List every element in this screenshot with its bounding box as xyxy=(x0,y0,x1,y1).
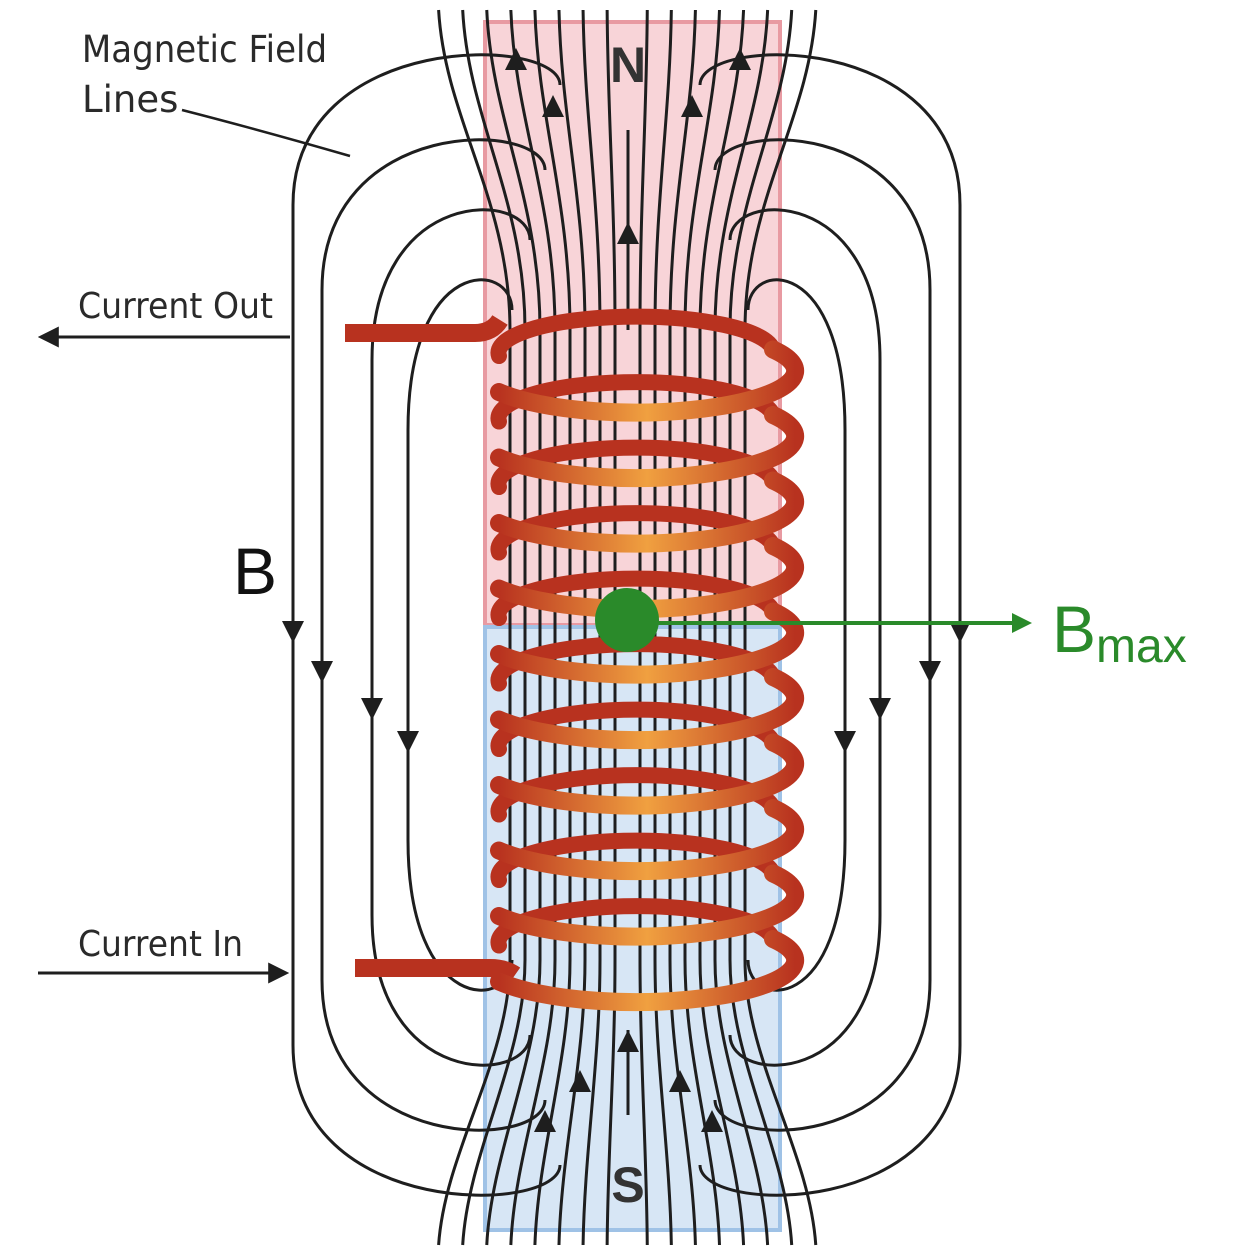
field-lines-label-line2: Lines xyxy=(82,78,178,121)
coil-front-turns xyxy=(490,340,805,1012)
field-arrow-down xyxy=(311,661,333,683)
field-loop-r-6 xyxy=(728,208,882,1067)
core-field-line-bottom xyxy=(668,620,697,1246)
field-arrow-up xyxy=(617,222,639,244)
coil-turn-front xyxy=(490,929,805,1012)
field-loop-r-5 xyxy=(713,138,932,1132)
field-arrow-up xyxy=(617,1030,639,1052)
field-arrow-down xyxy=(919,661,941,683)
field-arrow-up xyxy=(701,1110,723,1132)
magnetic-field-lines xyxy=(291,9,962,1246)
core-field-line-top xyxy=(668,9,697,620)
core-field-line-top xyxy=(485,9,542,620)
coil-turn-front xyxy=(490,602,805,684)
core-field-line-top xyxy=(743,9,818,620)
field-lines-label-line1: Magnetic Field xyxy=(82,29,327,72)
bmax-label-main: B xyxy=(1052,592,1096,666)
bmax-label-sub: max xyxy=(1096,620,1187,673)
field-arrow-down xyxy=(282,621,304,643)
coil-turn-back xyxy=(490,308,781,365)
core-field-line-top xyxy=(581,9,602,620)
core-field-line-bottom xyxy=(509,620,557,1246)
core-field-line-top xyxy=(557,9,587,620)
field-arrow-up xyxy=(534,1110,556,1132)
core-field-line-top xyxy=(461,9,527,620)
south-pole-label: S xyxy=(611,1157,644,1213)
core-field-line-bottom xyxy=(557,620,587,1246)
coil-turn-front xyxy=(490,536,805,619)
field-arrow-down xyxy=(397,731,419,753)
current-in-label: Current In xyxy=(78,924,243,965)
field-loop-l-3 xyxy=(406,278,514,992)
north-pole-label: N xyxy=(610,37,646,93)
core-field-line-top xyxy=(713,9,770,620)
b-field-label: B xyxy=(233,534,277,608)
core-field-line-top xyxy=(638,9,649,620)
coil-turn-front xyxy=(490,667,805,750)
field-arrow-down xyxy=(949,621,971,643)
core-field-line-bottom xyxy=(713,620,770,1246)
field-arrow-up xyxy=(681,95,703,117)
field-arrow-up xyxy=(569,1070,591,1092)
core-field-line-bottom xyxy=(653,620,673,1246)
coil-turn-front xyxy=(490,798,805,881)
core-field-line-top xyxy=(437,9,512,620)
coil-turn-front xyxy=(490,340,805,422)
field-arrow-up xyxy=(505,48,527,70)
field-arrow-down xyxy=(834,731,856,753)
core-field-line-bottom xyxy=(605,620,617,1246)
field-arrow-down xyxy=(869,698,891,720)
bmax-point xyxy=(595,588,659,652)
field-line-arrows xyxy=(282,48,971,1132)
core-field-line-bottom xyxy=(698,620,746,1246)
field-lines-leader xyxy=(181,108,351,158)
coil-turn-front xyxy=(490,733,805,815)
core-field-line-top xyxy=(683,9,721,620)
lead-wire-out xyxy=(345,314,508,342)
core-field-line-bottom xyxy=(581,620,602,1246)
core-field-line-bottom xyxy=(533,620,572,1246)
core-field-line-top xyxy=(605,9,617,620)
core-field-line-bottom xyxy=(683,620,721,1246)
bmax-label: Bmax xyxy=(1052,592,1187,673)
core-field-line-top xyxy=(533,9,572,620)
coil-turn-front xyxy=(490,405,805,488)
core-field-line-bottom xyxy=(638,620,649,1246)
coil-turn-front xyxy=(490,864,805,946)
core-field-line-top xyxy=(728,9,794,620)
lead-wire-in xyxy=(355,959,521,983)
field-arrow-up xyxy=(729,48,751,70)
current-out-label: Current Out xyxy=(78,286,273,327)
field-arrow-down xyxy=(361,698,383,720)
field-arrow-up xyxy=(542,95,564,117)
field-arrow-up xyxy=(669,1070,691,1092)
core-field-line-top xyxy=(653,9,673,620)
coil-turn-front xyxy=(490,471,805,553)
